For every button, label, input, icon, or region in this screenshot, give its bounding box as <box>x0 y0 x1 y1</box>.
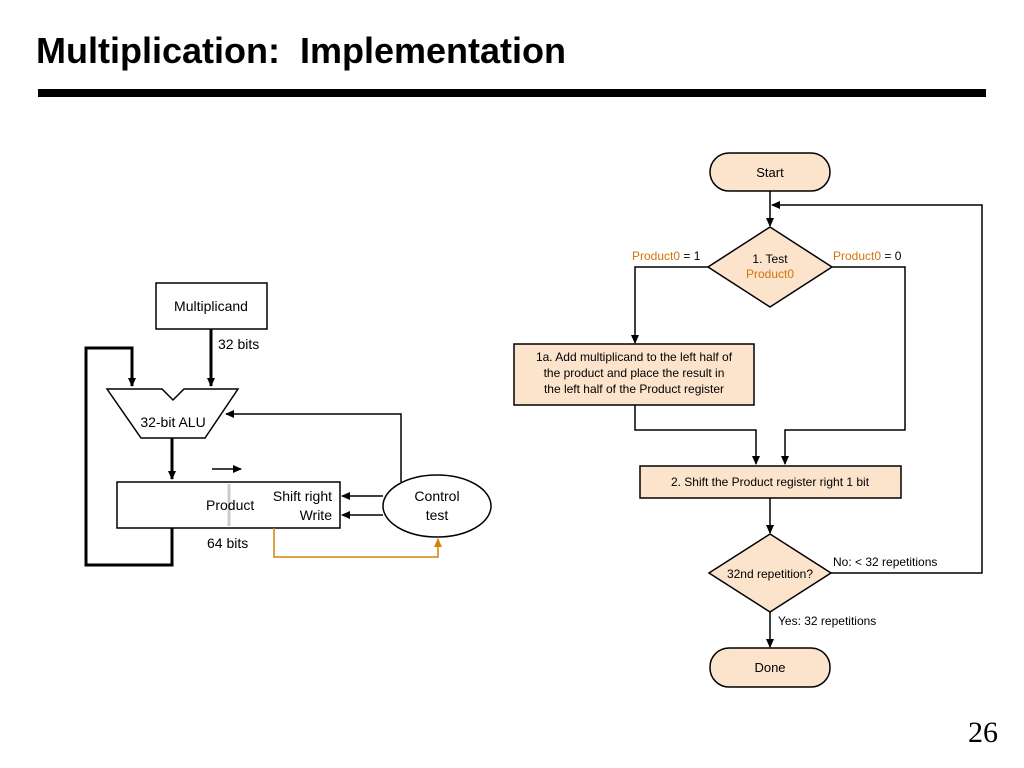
control-label-line1: Control <box>414 488 459 504</box>
multiplicand-width-label: 32 bits <box>218 336 259 352</box>
flowchart: Start 1. Test Product0 Product0 = 1 Prod… <box>513 152 983 688</box>
product-feedback-bus <box>84 346 174 567</box>
test-label-line1: 1. Test <box>752 252 788 266</box>
alu-shape <box>105 388 240 439</box>
branch-left-val: = 1 <box>680 249 701 263</box>
product-width-label: 64 bits <box>207 535 248 551</box>
page-number: 26 <box>968 716 998 749</box>
left-branch-arrow <box>631 266 708 344</box>
test-product0-decision <box>706 226 834 308</box>
start-label: Start <box>756 165 784 180</box>
step-2-label: 2. Shift the Product register right 1 bi… <box>671 475 870 489</box>
step-1a-line3: the left half of the Product register <box>544 382 724 396</box>
shift-right-label: Shift right <box>273 488 332 504</box>
multiplicand-label: Multiplicand <box>174 298 248 314</box>
step-1a-box <box>513 343 755 406</box>
title-underline <box>38 89 986 97</box>
page-title: Multiplication: Implementation <box>36 30 566 71</box>
multiplicand-register <box>155 282 268 330</box>
alu-label: 32-bit ALU <box>140 414 205 430</box>
product-label: Product <box>206 497 254 513</box>
step-2-box <box>639 465 902 499</box>
right-branch-arrow <box>781 266 906 465</box>
no-loop-back-arrow <box>771 201 983 574</box>
done-label: Done <box>754 660 785 675</box>
product0-test-line <box>273 528 442 558</box>
control-label-line2: test <box>426 507 449 523</box>
branch-right-val: = 0 <box>881 249 902 263</box>
step-1a-line2: the product and place the result in <box>544 366 725 380</box>
done-terminal <box>709 647 831 688</box>
branch-product0-eq-1: Product0 = 1 <box>632 249 701 263</box>
control-test-unit <box>382 474 492 538</box>
step-1a-line1: 1a. Add multiplicand to the left half of <box>536 350 733 364</box>
write-label: Write <box>300 507 333 523</box>
branch-product0-eq-0: Product0 = 0 <box>833 249 902 263</box>
no-branch-label: No: < 32 repetitions <box>833 555 937 569</box>
repetition-label: 32nd repetition? <box>727 567 813 581</box>
yes-branch-label: Yes: 32 repetitions <box>778 614 876 628</box>
branch-left-var: Product0 <box>632 249 680 263</box>
control-to-alu-line <box>225 410 402 482</box>
test-label-line2: Product0 <box>746 267 794 281</box>
hardware-diagram: Multiplicand 32 bits 32-bit ALU Product … <box>84 282 492 567</box>
branch-right-var: Product0 <box>833 249 881 263</box>
step1a-to-step2-arrow <box>634 405 760 465</box>
